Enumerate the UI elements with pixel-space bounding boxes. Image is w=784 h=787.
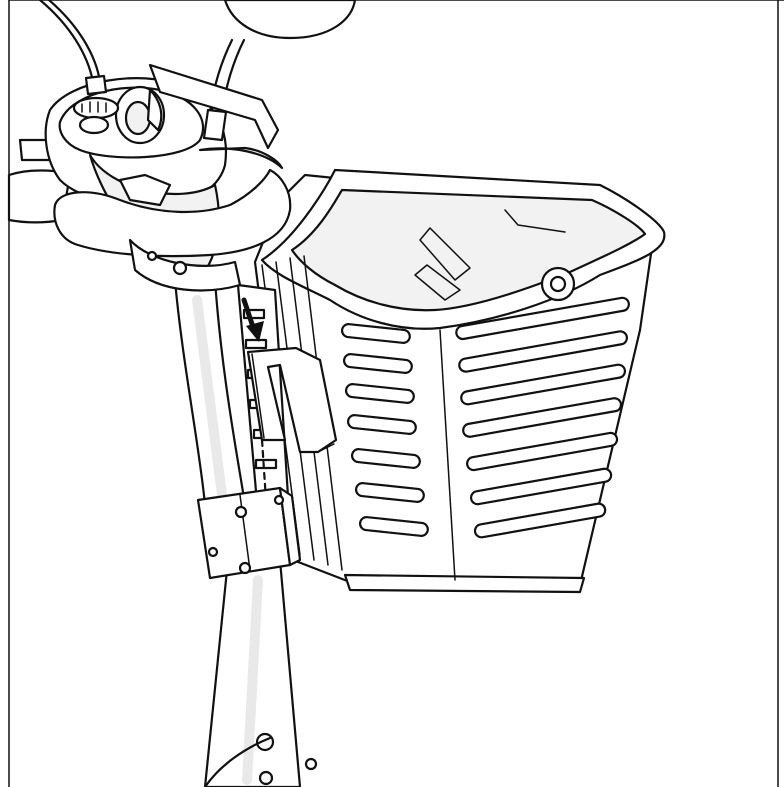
basket-front-slots (455, 296, 630, 539)
column-clamp (196, 486, 302, 580)
insert-direction-arrow (241, 297, 264, 342)
steering-column-upper (173, 278, 247, 507)
basket-side-slots (340, 323, 429, 537)
steering-column-lower (203, 558, 318, 787)
tiller-handlebar (7, 0, 357, 292)
frame-border (8, 0, 784, 787)
basket (253, 168, 666, 594)
basket-hook (246, 346, 338, 454)
